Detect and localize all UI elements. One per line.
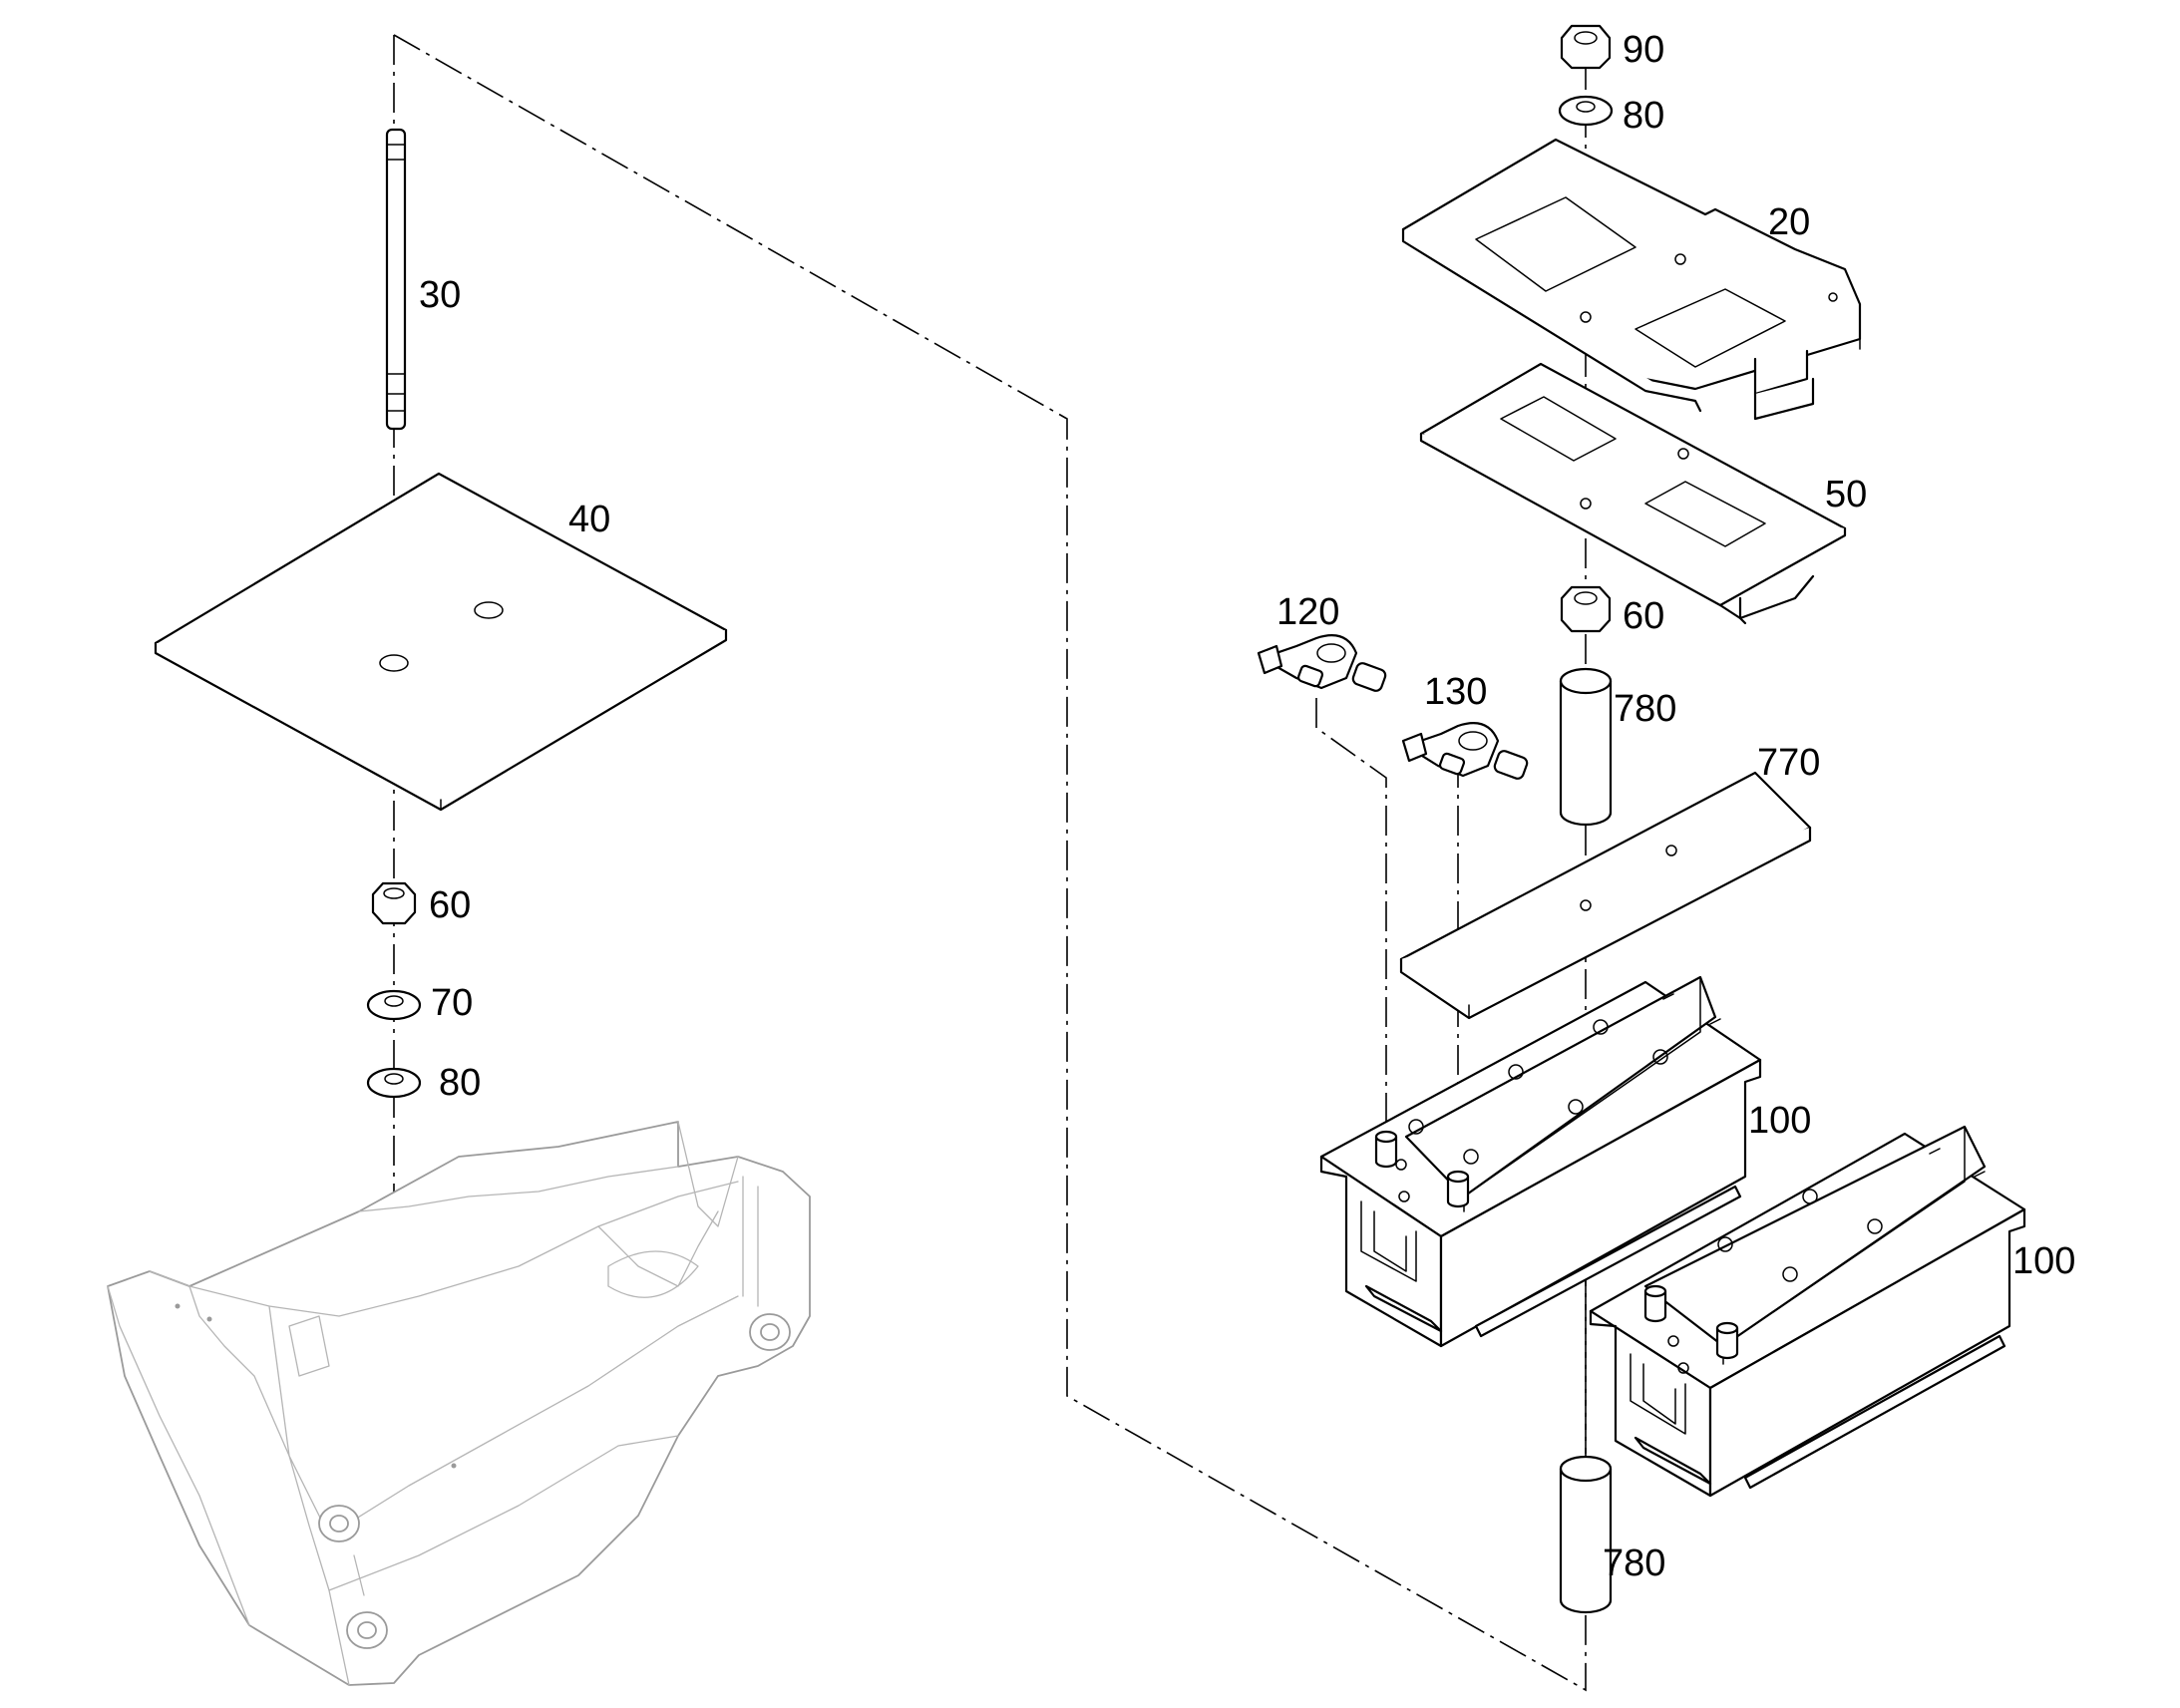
callout-130: 130 <box>1424 671 1487 713</box>
plate-50 <box>1419 362 1847 625</box>
callout-780-top: 780 <box>1614 688 1676 730</box>
washer-80-right <box>1558 95 1614 127</box>
battery-100-upper <box>1319 975 1762 1348</box>
callout-20: 20 <box>1768 201 1810 243</box>
callout-100-lower: 100 <box>2012 1240 2075 1282</box>
callout-100-upper: 100 <box>1748 1100 1811 1142</box>
plate-40 <box>154 472 728 812</box>
callout-770: 770 <box>1757 742 1820 784</box>
callout-90: 90 <box>1623 29 1664 71</box>
spacer-780-bottom <box>1559 1455 1613 1614</box>
spacer-780-top <box>1559 667 1613 827</box>
callout-labels: 90 80 20 30 40 50 120 60 130 780 770 60 … <box>419 29 2075 1584</box>
callout-70: 70 <box>431 982 473 1024</box>
callout-80-left: 80 <box>439 1062 481 1104</box>
plate-770 <box>1399 771 1812 1020</box>
stud-30 <box>385 128 407 431</box>
terminal-clamp-130 <box>1401 722 1529 780</box>
nut-60-right <box>1560 585 1612 633</box>
battery-compartment <box>107 1121 811 1686</box>
nut-90 <box>1560 24 1612 70</box>
terminal-clamp-120 <box>1257 634 1387 692</box>
callout-40: 40 <box>568 499 610 540</box>
callout-80-right: 80 <box>1623 95 1664 137</box>
washer-70 <box>366 989 422 1021</box>
callout-60-left: 60 <box>429 884 471 926</box>
bracket-20 <box>1401 138 1862 421</box>
battery-100-lower <box>1589 1125 2026 1498</box>
callout-30: 30 <box>419 274 461 316</box>
nut-60-left <box>371 881 417 925</box>
callout-60-right: 60 <box>1623 595 1664 637</box>
callout-780-bottom: 780 <box>1603 1542 1665 1584</box>
callout-120: 120 <box>1276 591 1339 633</box>
washer-80-left <box>366 1067 422 1099</box>
callout-50: 50 <box>1825 474 1867 515</box>
